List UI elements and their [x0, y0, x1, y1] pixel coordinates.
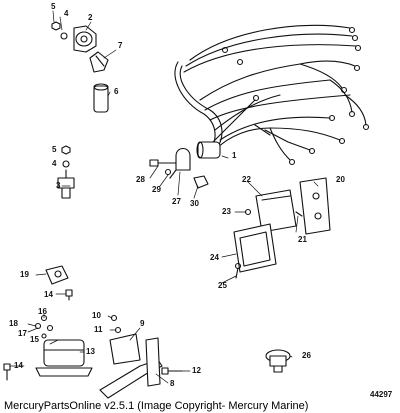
callout-20: 20: [336, 175, 345, 184]
rubber-boot-part: [73, 25, 97, 53]
callout-2: 2: [88, 13, 93, 22]
callout-30: 30: [190, 199, 199, 208]
module-part: [255, 189, 297, 233]
ignition-module-part: [233, 223, 277, 273]
callout-16: 16: [38, 307, 47, 316]
callout-25: 25: [218, 281, 227, 290]
sleeve-part: [93, 83, 109, 113]
callout-26: 26: [302, 351, 311, 360]
callout-13: 13: [86, 347, 95, 356]
copyright-footer: MercuryPartsOnline v2.5.1 (Image Copyrig…: [4, 400, 309, 412]
cable-clamp-part: [45, 265, 69, 285]
callout-11: 11: [94, 325, 103, 334]
nut-part: [61, 145, 71, 155]
callout-21: 21: [298, 235, 307, 244]
mounting-bracket-part: [299, 177, 331, 235]
callout-23: 23: [222, 207, 231, 216]
washer-part: [164, 168, 172, 176]
callout-22: 22: [242, 175, 251, 184]
washer-part: [62, 160, 70, 168]
callout-9: 9: [140, 319, 145, 328]
screw-part: [65, 289, 73, 301]
pressure-sender-part: [265, 349, 291, 373]
nut-part: [41, 333, 47, 339]
washer-part: [46, 324, 54, 332]
callout-1: 1: [232, 151, 237, 160]
screw-part: [295, 211, 303, 217]
callout-18: 18: [9, 319, 18, 328]
relay-part: [109, 333, 141, 365]
callout-27: 27: [172, 197, 181, 206]
callout-5-mid: 5: [52, 145, 57, 154]
callout-28: 28: [136, 175, 145, 184]
callout-6: 6: [114, 87, 119, 96]
clamp-part: [169, 147, 191, 179]
callout-24: 24: [210, 253, 219, 262]
starter-solenoid-part: [35, 339, 93, 377]
callout-12: 12: [192, 366, 201, 375]
bolt-part: [149, 159, 177, 167]
callout-17: 17: [18, 329, 27, 338]
callout-14-upper: 14: [44, 290, 53, 299]
callout-5: 5: [51, 2, 56, 11]
nut-part: [51, 21, 61, 31]
leader-lines: [9, 10, 319, 384]
callout-4-mid: 4: [52, 159, 57, 168]
drawing-number: 44297: [370, 390, 393, 399]
callout-19: 19: [20, 270, 29, 279]
callout-3: 3: [56, 181, 61, 190]
callout-7: 7: [118, 41, 123, 50]
callout-8: 8: [170, 379, 175, 388]
callout-15: 15: [30, 335, 39, 344]
elbow-fitting-part: [89, 51, 109, 73]
callout-29: 29: [152, 185, 161, 194]
wiring-harness-part: [174, 24, 370, 166]
temperature-sender-part: [57, 169, 75, 199]
screw-part: [161, 367, 183, 375]
spacer-part: [193, 175, 209, 189]
callout-14-lower: 14: [14, 361, 23, 370]
screw-part: [234, 262, 242, 279]
washer-part: [60, 32, 68, 40]
callout-10: 10: [92, 311, 101, 320]
screw-part: [3, 363, 11, 381]
callout-4: 4: [64, 9, 69, 18]
